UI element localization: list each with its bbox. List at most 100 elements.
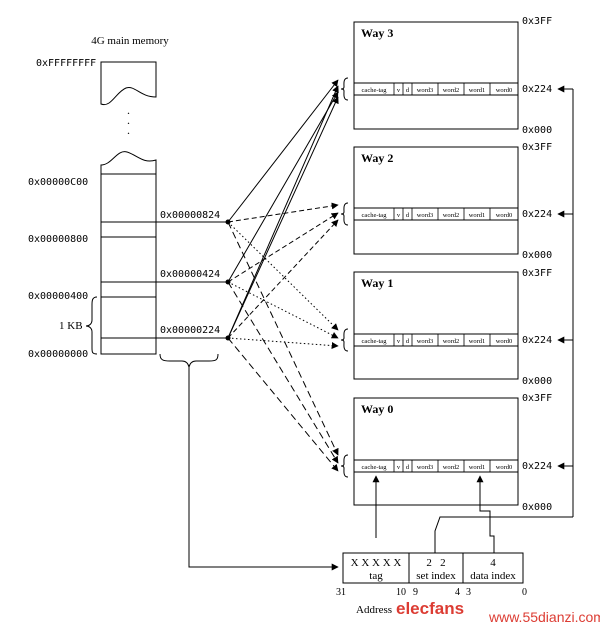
kb-brace [85, 296, 98, 355]
arrow-224-way0 [227, 337, 339, 472]
arrow-424-way3 [227, 91, 339, 283]
way-1-mid-index: 0x224 [522, 335, 552, 346]
way-3-field-v: v [397, 87, 401, 94]
way-1-field-tag: cache-tag [362, 338, 388, 345]
bit-9: 9 [413, 587, 418, 598]
way-1-field-d: d [406, 338, 410, 345]
way-3-field-word0: word0 [496, 87, 513, 94]
bit-3: 3 [466, 587, 471, 598]
arrow-424-way0 [227, 281, 339, 464]
set-index-bus [434, 85, 574, 553]
way-2-field-d: d [406, 212, 410, 219]
way-2-top-index: 0x3FF [522, 142, 552, 153]
way-1-field-word1: word1 [469, 338, 486, 345]
memory-top-address: 0xFFFFFFFF [36, 58, 96, 69]
bit-4: 4 [455, 587, 460, 598]
way-0-field-word2: word2 [443, 464, 460, 471]
way-2-mid-index: 0x224 [522, 209, 552, 220]
way-1-box [353, 271, 519, 380]
arrow-824-way1 [227, 221, 339, 331]
line-address-224: 0x00000224 [160, 325, 220, 336]
way-1-top-index: 0x3FF [522, 268, 552, 279]
way-0: Way 0 cache-tag v d word3 word2 word1 wo… [340, 393, 552, 513]
arrow-824-way0 [227, 221, 339, 456]
arrow-224-way2 [227, 219, 339, 339]
address-caption: Address [356, 604, 392, 616]
data-label: data index [470, 570, 516, 582]
way-1-field-word3: word3 [417, 338, 434, 345]
way-2-field-word2: word2 [443, 212, 460, 219]
way-3-box [353, 21, 519, 130]
way-3-bottom-index: 0x000 [522, 125, 552, 136]
line-brace [159, 353, 219, 368]
way-0-field-word0: word0 [496, 464, 513, 471]
way-2: Way 2 cache-tag v d word3 word2 word1 wo… [340, 142, 552, 261]
way-0-brace [340, 454, 349, 478]
set-label: set index [416, 570, 456, 582]
memory-address-c00: 0x00000C00 [28, 177, 88, 188]
arrow-824-way3 [227, 79, 339, 223]
way-1-line [353, 333, 519, 347]
set-value: 2 2 [426, 557, 445, 569]
way-0-field-word3: word3 [417, 464, 434, 471]
way-0-top-index: 0x3FF [522, 393, 552, 404]
bus-from-set-index [434, 516, 573, 553]
way-0-bottom-index: 0x000 [522, 502, 552, 513]
way-1-field-word0: word0 [496, 338, 513, 345]
way-0-title: Way 0 [361, 402, 393, 416]
way-3-title: Way 3 [361, 26, 393, 40]
arrow-824-way2 [227, 202, 339, 223]
watermark-logo: elecfans [396, 599, 464, 618]
way-0-field-word1: word1 [469, 464, 486, 471]
mapping-arrows [227, 79, 339, 472]
way-2-bottom-index: 0x000 [522, 250, 552, 261]
way-3-mid-index: 0x224 [522, 84, 552, 95]
way-0-field-d: d [406, 464, 410, 471]
watermark: elecfans www.55dianzi.com [396, 599, 600, 625]
tag-label: tag [369, 570, 383, 582]
memory-ellipsis-1: . [127, 103, 130, 117]
bit-0: 0 [522, 587, 527, 598]
way-2-field-v: v [397, 212, 401, 219]
arrow-424-way1 [227, 281, 339, 339]
line-address-424: 0x00000424 [160, 269, 220, 280]
memory-address-000: 0x00000000 [28, 349, 88, 360]
memory-title: 4G main memory [91, 35, 169, 47]
arrow-224-way1 [227, 337, 339, 350]
way-3-field-word2: word2 [443, 87, 460, 94]
arrow-424-way2 [227, 212, 339, 283]
way-2-title: Way 2 [361, 151, 393, 165]
memory-top-segment [100, 61, 157, 106]
way-3: Way 3 cache-tag v d word3 word2 word1 wo… [340, 16, 552, 136]
way-1-brace [340, 328, 349, 352]
way-3-field-word3: word3 [417, 87, 434, 94]
memory-to-address-arrow [188, 367, 339, 571]
way-2-line [353, 207, 519, 221]
way-1: Way 1 cache-tag v d word3 word2 word1 wo… [340, 268, 552, 387]
way-2-brace [340, 202, 349, 226]
way-2-field-tag: cache-tag [362, 212, 388, 219]
data-index-arrow [476, 475, 495, 553]
arrow-224-way3 [227, 85, 339, 339]
address-box [342, 552, 524, 584]
way-2-field-word1: word1 [469, 212, 486, 219]
memory-body [100, 151, 157, 355]
arrow-224-way3b [227, 96, 339, 339]
way-2-field-word3: word3 [417, 212, 434, 219]
memory-address-800: 0x00000800 [28, 234, 88, 245]
kb-label: 1 KB [59, 320, 83, 332]
tag-value: X X X X X [351, 557, 402, 569]
main-memory: 4G main memory 0xFFFFFFFF . . . 0x00000C… [28, 35, 169, 360]
way-1-field-v: v [397, 338, 401, 345]
line-addresses: 0x00000824 0x00000424 0x00000224 [156, 210, 231, 368]
memory-ellipsis-3: . [127, 123, 130, 137]
bit-31: 31 [336, 587, 346, 598]
watermark-url: www.55dianzi.com [488, 609, 600, 625]
way-1-title: Way 1 [361, 276, 393, 290]
way-0-mid-index: 0x224 [522, 461, 552, 472]
way-0-field-v: v [397, 464, 401, 471]
way-3-brace [340, 77, 349, 101]
way-1-bottom-index: 0x000 [522, 376, 552, 387]
way-3-line [353, 82, 519, 96]
way-3-field-word1: word1 [469, 87, 486, 94]
